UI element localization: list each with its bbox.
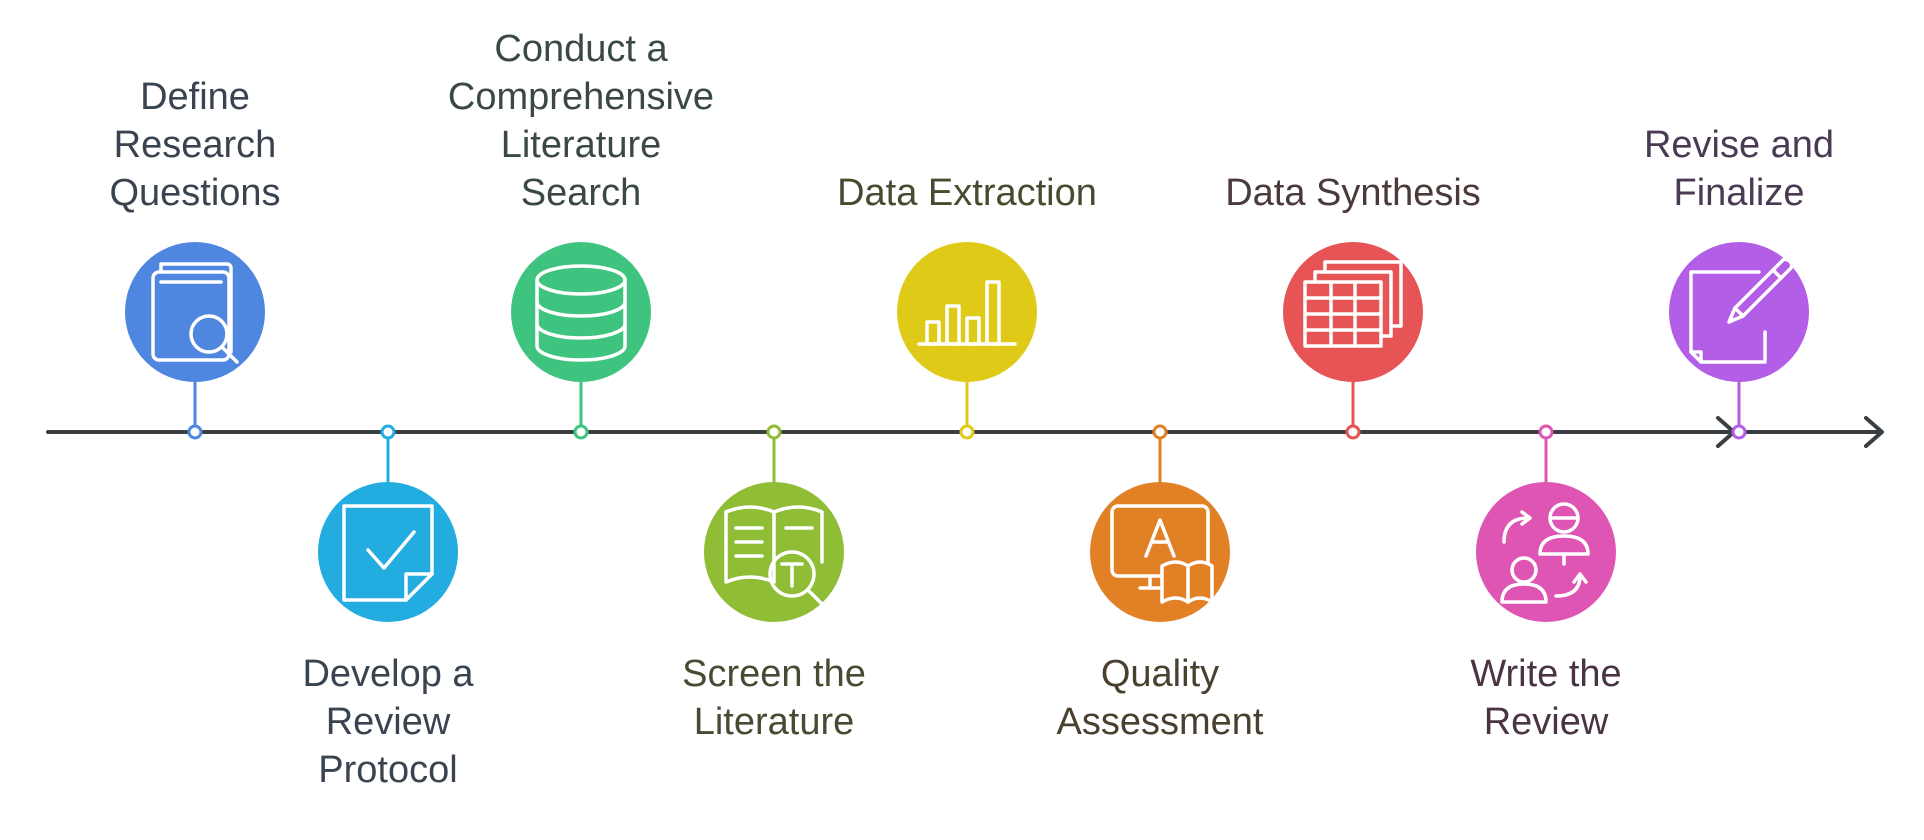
step-label-line: Develop a bbox=[302, 653, 474, 695]
step-label-line: Search bbox=[521, 172, 641, 214]
step-circle bbox=[897, 242, 1037, 382]
step-label-line: Conduct a bbox=[494, 28, 668, 70]
note-check-icon bbox=[342, 504, 434, 602]
book-search-icon bbox=[151, 262, 239, 364]
timeline-node bbox=[1345, 424, 1361, 440]
step-label: Data Synthesis bbox=[1225, 172, 1481, 214]
step-label-line: Data Extraction bbox=[837, 172, 1097, 214]
table-stack-icon bbox=[1303, 260, 1403, 348]
timeline-node bbox=[959, 424, 975, 440]
step-label-line: Literature bbox=[694, 701, 855, 743]
book-text-search-icon bbox=[724, 505, 824, 606]
step-data-extraction: Data Extraction bbox=[837, 172, 1097, 440]
database-icon bbox=[535, 264, 627, 362]
timeline-node bbox=[380, 424, 396, 440]
step-label-line: Comprehensive bbox=[448, 76, 714, 118]
step-label-line: Finalize bbox=[1674, 172, 1805, 214]
axis-arrowhead bbox=[1864, 416, 1884, 448]
timeline-node bbox=[1152, 424, 1168, 440]
step-label-line: Review bbox=[326, 701, 451, 743]
pen-note-icon bbox=[1689, 257, 1794, 364]
step-label-line: Assessment bbox=[1057, 701, 1264, 743]
step-label-line: Data Synthesis bbox=[1225, 172, 1481, 214]
step-label-line: Protocol bbox=[318, 749, 457, 791]
people-exchange-icon bbox=[1500, 502, 1590, 604]
step-label: Data Extraction bbox=[837, 172, 1097, 214]
bar-chart-icon bbox=[917, 280, 1017, 346]
step-circle bbox=[318, 482, 458, 622]
monitor-book-icon bbox=[1110, 504, 1214, 604]
step-label-line: Screen the bbox=[682, 653, 866, 695]
step-label-line: Literature bbox=[501, 124, 662, 166]
step-label-line: Review bbox=[1484, 701, 1609, 743]
step-label-line: Quality bbox=[1101, 653, 1219, 695]
step-circle bbox=[511, 242, 651, 382]
timeline-node bbox=[766, 424, 782, 440]
timeline-node bbox=[1538, 424, 1554, 440]
step-label-line: Write the bbox=[1470, 653, 1621, 695]
step-label-line: Questions bbox=[109, 172, 280, 214]
timeline-node bbox=[1731, 424, 1747, 440]
step-label-line: Revise and bbox=[1644, 124, 1834, 166]
step-data-synthesis: Data Synthesis bbox=[1225, 172, 1481, 440]
timeline-node bbox=[187, 424, 203, 440]
timeline-node bbox=[573, 424, 589, 440]
step-label-line: Define bbox=[140, 76, 250, 118]
step-label-line: Research bbox=[114, 124, 277, 166]
